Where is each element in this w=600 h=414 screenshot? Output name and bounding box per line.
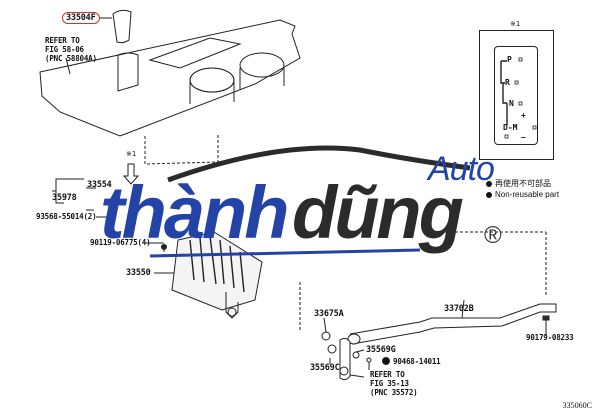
part-label-33554[interactable]: 33554 [87, 180, 112, 190]
refer-console-line2: FIG 58-06 [45, 45, 84, 54]
console-drawing [39, 19, 301, 137]
non-reusable-dot-icon [486, 191, 492, 198]
watermark-auto: Auto [428, 150, 495, 188]
gate-p: P [507, 55, 512, 64]
watermark-registered-icon: ® [484, 222, 502, 249]
refer-console-line1: REFER TO [45, 36, 80, 45]
legend-english: Non-reusable part [486, 189, 559, 200]
part-label-35569G[interactable]: 35569G [366, 345, 396, 355]
gate-d-m: D-M [503, 123, 518, 132]
gate-n: N [509, 99, 514, 108]
part-label-35569C[interactable]: 35569C [310, 363, 340, 373]
part-label-90179-08233[interactable]: 90179-08233 [526, 333, 574, 342]
legend: 再使用不可部品 Non-reusable part [486, 178, 559, 200]
inset-ref-mark: ※1 [510, 20, 521, 28]
watermark-swoosh [167, 145, 471, 183]
part-label-33504F[interactable]: 33504F [62, 12, 100, 24]
shift-gate-inset: P R N D-M + − [479, 30, 554, 160]
watermark-thanh: thành [100, 171, 289, 254]
part-label-90468-14011[interactable]: 90468-14011 [393, 357, 441, 366]
watermark-dung: dũng [292, 171, 464, 254]
gate-minus: − [521, 133, 526, 142]
non-reusable-dot-icon [486, 180, 492, 187]
part-label-90119-06775[interactable]: 90119-06775(4) [90, 238, 151, 247]
ref-mark-1: ※1 [126, 150, 137, 158]
gate-r: R [505, 78, 510, 87]
refer-shaft-line2: FIG 35-13 [370, 379, 409, 388]
shift-knob-drawing [112, 9, 132, 44]
part-label-93568-55014[interactable]: 93568-55014(2) [36, 212, 97, 221]
gate-plus: + [521, 111, 526, 120]
part-label-35978[interactable]: 35978 [52, 193, 77, 203]
part-label-33550[interactable]: 33550 [126, 268, 151, 278]
shift-gate-path [500, 57, 537, 139]
refer-shaft-line1: REFER TO [370, 370, 405, 379]
shift-gate-frame: P R N D-M + − [494, 46, 538, 145]
figure-code: 335060C [562, 401, 592, 410]
refer-console-line3: (PNC 58804A) [45, 54, 97, 63]
legend-japanese: 再使用不可部品 [486, 178, 559, 189]
refer-shaft-line3: (PNC 35572) [370, 388, 418, 397]
part-label-33702B[interactable]: 33702B [444, 304, 474, 314]
part-label-33675A[interactable]: 33675A [314, 309, 344, 319]
